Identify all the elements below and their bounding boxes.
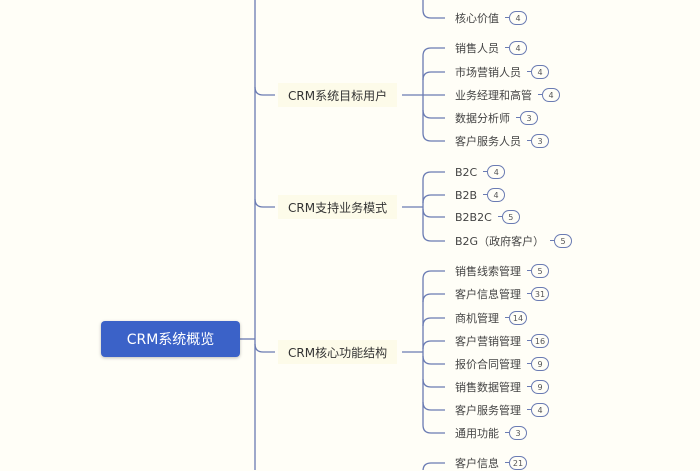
connector: [422, 132, 445, 142]
leaf-node[interactable]: 业务经理和高管 4: [455, 87, 560, 103]
leaf-label: 通用功能: [455, 427, 499, 440]
branch-node[interactable]: CRM系统目标用户: [278, 83, 398, 107]
connector: [422, 0, 445, 19]
connector: [254, 86, 275, 96]
count-badge[interactable]: 5: [497, 210, 520, 224]
leaf-node[interactable]: B2C 4: [455, 165, 506, 179]
leaf-label: 客户营销管理: [455, 335, 521, 348]
connector: [422, 355, 445, 365]
count-badge[interactable]: 9: [527, 357, 549, 371]
leaf-label: 销售数据管理: [455, 381, 521, 394]
count-badge[interactable]: 14: [505, 311, 527, 325]
branch-label: CRM支持业务模式: [288, 200, 388, 215]
leaf-node[interactable]: 商机管理 14: [455, 310, 527, 326]
connector: [422, 401, 445, 411]
connector: [254, 343, 275, 353]
count-badge[interactable]: 4: [538, 88, 560, 102]
leaf-node[interactable]: 报价合同管理 9: [455, 356, 549, 372]
connector: [422, 47, 445, 57]
connector: [422, 71, 445, 81]
count-badge[interactable]: 4: [483, 165, 506, 179]
count-badge[interactable]: 21: [505, 456, 527, 470]
leaf-label: 客户信息管理: [455, 288, 521, 301]
connector: [422, 208, 445, 218]
leaf-label: B2B2C: [455, 210, 492, 224]
leaf-node[interactable]: B2B 4: [455, 188, 506, 202]
count-badge[interactable]: 4: [505, 41, 527, 55]
leaf-node[interactable]: 销售人员 4: [455, 40, 527, 56]
count-badge[interactable]: 4: [505, 11, 527, 25]
leaf-label: 数据分析师: [455, 112, 510, 125]
count-badge[interactable]: 3: [516, 111, 538, 125]
leaf-label: B2C: [455, 165, 478, 179]
connector: [422, 270, 445, 280]
leaf-node[interactable]: 客户营销管理 16: [455, 333, 549, 349]
leaf-node[interactable]: B2B2C 5: [455, 210, 520, 224]
count-badge[interactable]: 5: [527, 264, 549, 278]
leaf-label: 业务经理和高管: [455, 89, 532, 102]
connector: [422, 462, 445, 470]
connector: [422, 378, 445, 388]
count-badge[interactable]: 3: [527, 134, 549, 148]
leaf-node[interactable]: 客户信息 21: [455, 455, 527, 471]
connector: [422, 194, 445, 204]
branch-node[interactable]: CRM支持业务模式: [278, 195, 398, 219]
leaf-node[interactable]: 市场营销人员 4: [455, 64, 549, 80]
root-node[interactable]: CRM系统概览: [101, 321, 240, 357]
leaf-label: 市场营销人员: [455, 66, 521, 79]
count-badge[interactable]: 16: [527, 334, 549, 348]
leaf-label: 商机管理: [455, 312, 499, 325]
leaf-label: 销售人员: [455, 42, 499, 55]
leaf-label: 客户服务管理: [455, 404, 521, 417]
connector: [422, 232, 445, 242]
leaf-node[interactable]: 核心价值 4: [455, 10, 527, 26]
connector: [422, 340, 445, 350]
root-label: CRM系统概览: [126, 332, 215, 348]
count-badge[interactable]: 4: [483, 188, 506, 202]
connector: [254, 198, 275, 208]
leaf-node[interactable]: 客户信息管理 31: [455, 286, 549, 302]
leaf-label: B2B: [455, 188, 478, 202]
count-badge[interactable]: 3: [505, 426, 527, 440]
branch-label: CRM核心功能结构: [288, 345, 388, 360]
connector: [422, 171, 445, 181]
count-badge[interactable]: 4: [527, 65, 549, 79]
leaf-node[interactable]: 通用功能 3: [455, 425, 527, 441]
connector: [422, 317, 445, 327]
count-badge[interactable]: 31: [527, 287, 549, 301]
connector: [422, 424, 445, 434]
leaf-label: 客户信息: [455, 457, 499, 470]
leaf-label: 客户服务人员: [455, 135, 521, 148]
branch-label: CRM系统目标用户: [288, 88, 388, 103]
leaf-node[interactable]: 销售线索管理 5: [455, 263, 549, 279]
connector: [422, 109, 445, 119]
leaf-node[interactable]: 客户服务人员 3: [455, 133, 549, 149]
count-badge[interactable]: 5: [550, 234, 573, 248]
leaf-label: 报价合同管理: [455, 358, 521, 371]
leaf-label: 核心价值: [455, 12, 499, 25]
connector: [422, 293, 445, 303]
leaf-node[interactable]: 销售数据管理 9: [455, 379, 549, 395]
leaf-label: B2G（政府客户）: [455, 235, 545, 248]
leaf-node[interactable]: B2G（政府客户） 5: [455, 233, 573, 249]
leaf-node[interactable]: 客户服务管理 4: [455, 402, 549, 418]
count-badge[interactable]: 4: [527, 403, 549, 417]
count-badge[interactable]: 9: [527, 380, 549, 394]
branch-node[interactable]: CRM核心功能结构: [278, 340, 398, 364]
leaf-node[interactable]: 数据分析师 3: [455, 110, 538, 126]
leaf-label: 销售线索管理: [455, 265, 521, 278]
